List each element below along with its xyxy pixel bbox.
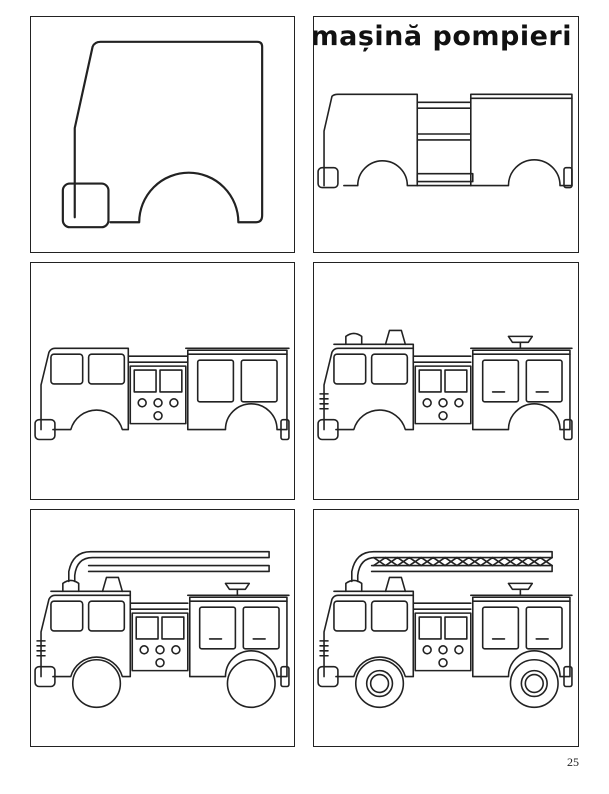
- step-1-panel: [30, 16, 295, 253]
- fire-truck-step-4-drawing: [317, 329, 573, 441]
- fire-truck-step-3-drawing: [34, 347, 290, 441]
- step-5-panel: [30, 509, 295, 747]
- step-2-panel: mașină pompieri: [313, 16, 579, 253]
- fire-truck-step-2-drawing: [317, 93, 573, 189]
- step-6-panel: [313, 509, 579, 747]
- page-number: 25: [567, 755, 579, 769]
- step-3-panel: [30, 262, 295, 500]
- step-4-panel: [313, 262, 579, 500]
- fire-truck-step-5-drawing: [34, 550, 290, 709]
- fire-truck-step-6-drawing: [317, 550, 573, 709]
- fire-truck-step-1-drawing: [61, 40, 264, 229]
- page-title: mașină pompieri: [313, 21, 572, 52]
